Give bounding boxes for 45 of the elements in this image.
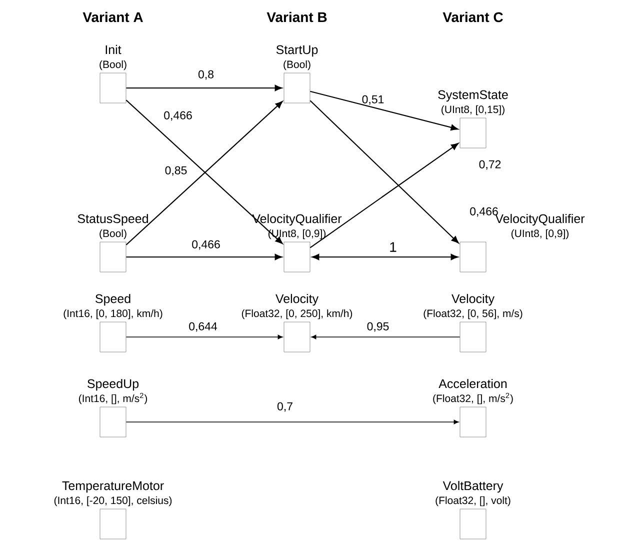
signal-name: StartUp [276, 45, 318, 57]
type-label: (Float32, [0, 250], km/h) [242, 309, 352, 320]
arrow [310, 100, 459, 244]
type-label: (Float32, [], m/s$^{2}$) [433, 392, 513, 404]
type-label: (Bool) [284, 60, 310, 70]
arrow [312, 254, 458, 260]
signal-name: Acceleration [438, 378, 507, 388]
arrow [126, 420, 459, 424]
type-label: (UInt8, [0,15]) [442, 105, 504, 116]
edge-label: 0,85 [165, 166, 187, 176]
edge-label: 0,466 [192, 240, 220, 250]
edge-label: 0,8 [198, 70, 214, 80]
column-heading: Variant C [442, 12, 503, 22]
edge-label: 0,7 [277, 402, 292, 412]
signal-name: StatusSpeed [78, 214, 148, 226]
edge-label: 0,72 [479, 160, 501, 170]
edge-label: 0,466 [164, 111, 192, 121]
signal-name: TemperatureMotor [62, 481, 164, 493]
type-label: (UInt8, [0,9]) [511, 229, 569, 240]
arrow [126, 334, 283, 340]
signal-name: SpeedUp [88, 378, 139, 391]
column-heading: Variant B [266, 12, 327, 22]
arrow [126, 254, 282, 260]
type-label: (Bool) [100, 229, 126, 240]
arrow [310, 90, 458, 131]
arrow [126, 84, 282, 92]
arrow [310, 143, 459, 248]
edge-label: 0,51 [362, 95, 384, 105]
type-label: (Bool) [100, 60, 126, 70]
signal-name: SystemState [438, 90, 508, 102]
signal-name: Speed [96, 294, 130, 306]
signal-name: VoltBattery [442, 480, 504, 493]
type-label: (Int16, [0, 180], km/h) [64, 309, 162, 320]
signal-name: Velocity [276, 294, 319, 306]
edge-label: 1 [390, 242, 396, 252]
type-label: (Float32, [], volt) [436, 496, 510, 506]
arrow [311, 334, 460, 340]
signal-name: Init [106, 44, 122, 54]
edge-label: 0,644 [189, 322, 218, 332]
type-label: (Int16, [], m/s$^{2}$) [78, 392, 148, 404]
column-heading: Variant A [82, 12, 143, 22]
type-label: (Float32, [0, 56], m/s) [424, 309, 522, 320]
type-label: (Int16, [-20, 150], celsius) [54, 496, 172, 506]
edge-label: 0,95 [367, 322, 389, 332]
signal-name: Velocity [452, 294, 495, 306]
